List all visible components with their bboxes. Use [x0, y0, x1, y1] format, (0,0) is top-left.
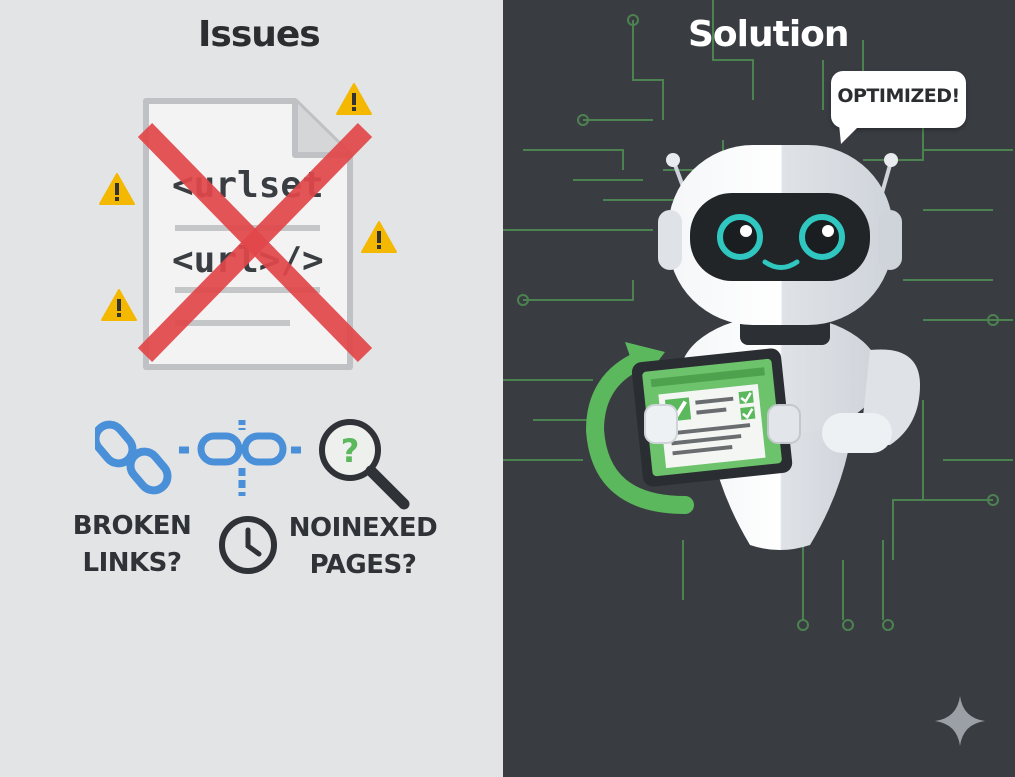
noindexed-label-2: PAGES? [309, 550, 417, 580]
clock-icon [219, 516, 277, 574]
red-cross-icon [137, 123, 373, 362]
optimized-label: OPTIMIZED! [837, 85, 960, 107]
warning-icon [361, 221, 397, 253]
sparkle-icon [935, 696, 985, 746]
chain-link-icon [95, 420, 172, 495]
warning-icon [101, 289, 137, 321]
warning-icon [99, 173, 135, 205]
broken-chain-icon [179, 420, 301, 496]
noindexed-label-1: NOINEXED [288, 513, 438, 543]
broken-links-label-2: LINKS? [82, 548, 182, 578]
magnifier-question-icon: ? [319, 419, 410, 510]
tablet-checklist-icon [631, 348, 793, 487]
speech-bubble-tail [839, 124, 861, 144]
broken-links-label-1: BROKEN [72, 511, 192, 541]
robot-hands [644, 404, 801, 444]
speech-bubble: OPTIMIZED! [831, 71, 966, 128]
svg-text:?: ? [341, 432, 360, 470]
warning-icon [336, 83, 372, 115]
issues-title: Issues [198, 14, 321, 55]
solution-title: Solution [688, 14, 850, 55]
